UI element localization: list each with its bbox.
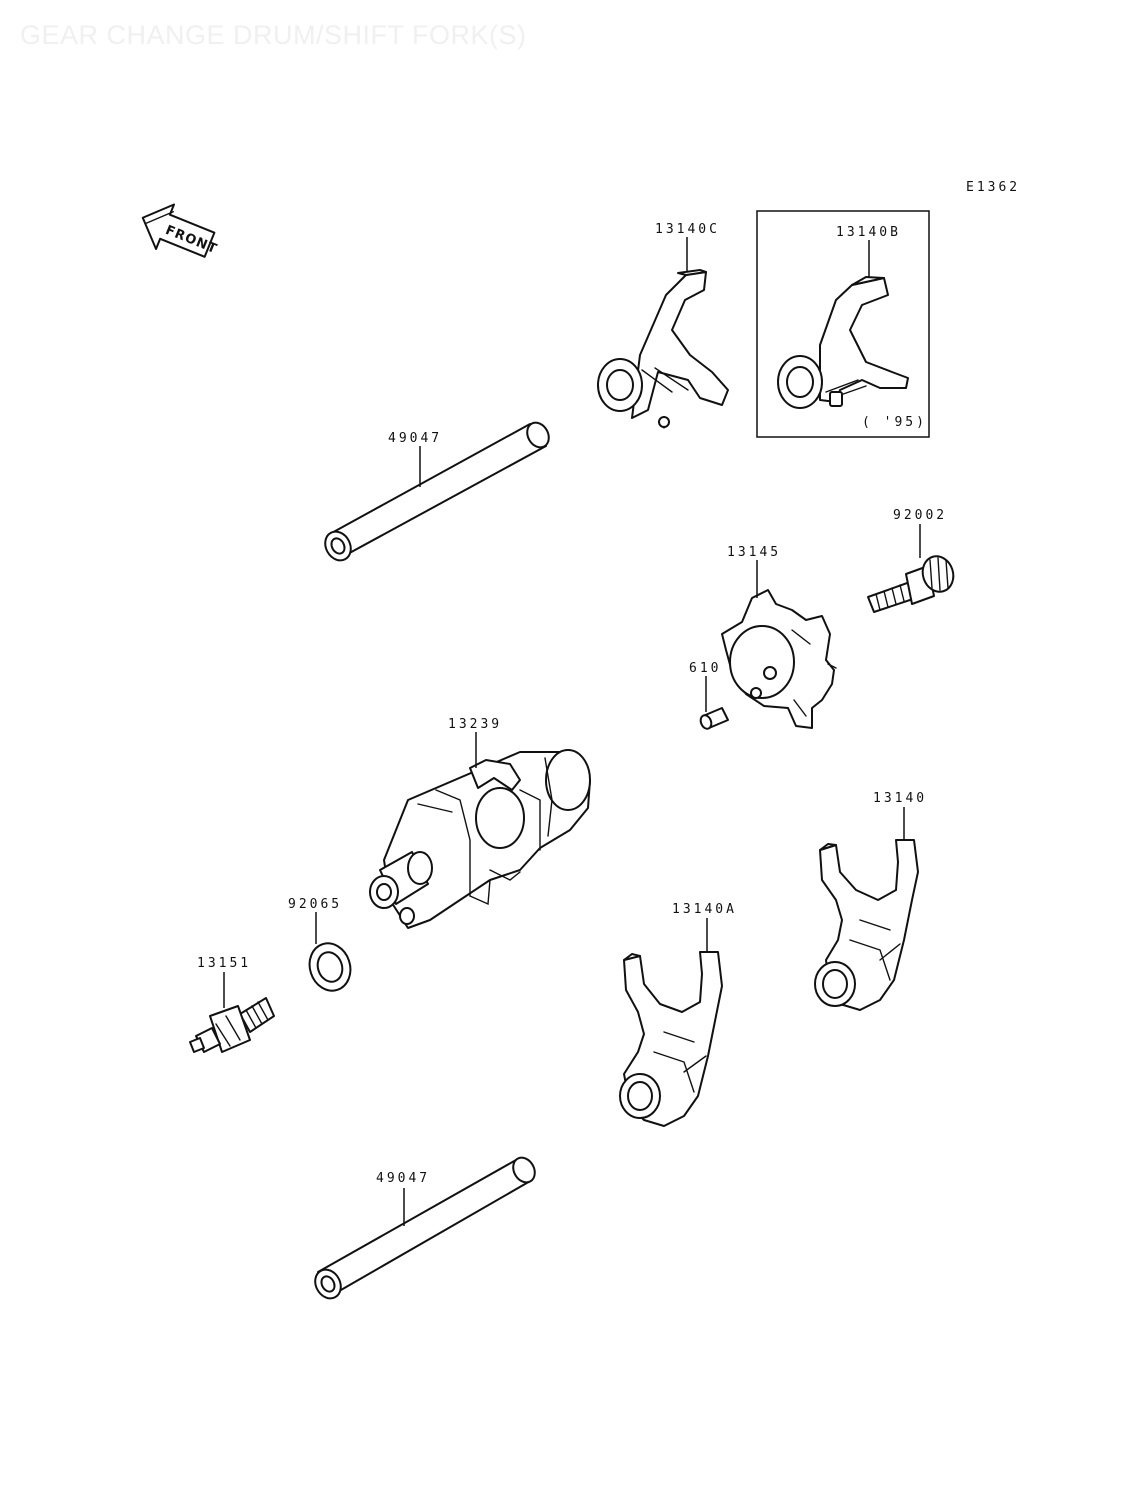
label-13140b: 13140B: [836, 225, 901, 240]
label-92065: 92065: [288, 897, 342, 912]
label-49047-lower: 49047: [376, 1171, 430, 1186]
label-92002: 92002: [893, 508, 947, 523]
pin-610: [699, 707, 729, 730]
label-610: 610: [689, 661, 721, 676]
label-13140c: 13140C: [655, 222, 720, 237]
neutral-switch-13151: [189, 997, 275, 1053]
label-49047-upper: 49047: [388, 431, 442, 446]
shift-fork-13140: [814, 839, 919, 1011]
page-title: GEAR CHANGE DRUM/SHIFT FORK(S): [20, 20, 527, 50]
diagram-code: E1362: [966, 180, 1020, 195]
shift-fork-13140c: [597, 269, 729, 429]
washer-92065: [308, 942, 352, 992]
shift-rod-lower: [314, 1156, 536, 1300]
label-13151: 13151: [197, 956, 251, 971]
shift-fork-13140a: [619, 951, 723, 1127]
shift-fork-13140b: [777, 276, 909, 409]
screw-92002: [867, 555, 955, 613]
variant-box: [756, 210, 930, 438]
variant-note: ( '95): [862, 415, 927, 430]
gear-change-drum-13239: [369, 749, 591, 929]
label-13140: 13140: [873, 791, 927, 806]
front-arrow-icon: FRONT: [141, 203, 219, 258]
label-13140a: 13140A: [672, 902, 737, 917]
shift-rod-upper: [324, 421, 550, 562]
label-13239: 13239: [448, 717, 502, 732]
label-13145: 13145: [727, 545, 781, 560]
drum-plate-13145: [721, 589, 837, 729]
